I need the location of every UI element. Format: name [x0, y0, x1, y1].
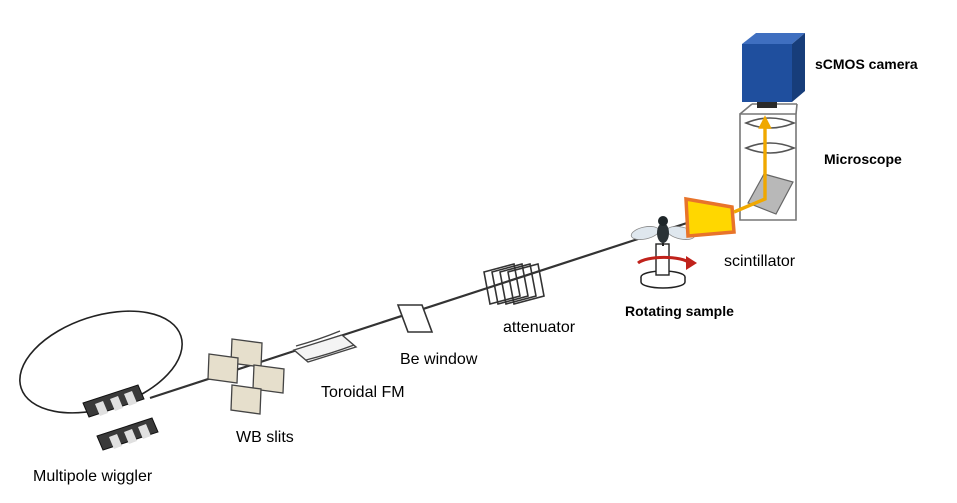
rotation-arrow — [637, 255, 691, 265]
label-toroidal-fm: Toroidal FM — [321, 384, 405, 401]
be-window — [396, 304, 434, 333]
scmos-camera — [742, 33, 805, 108]
attenuator-foils — [483, 263, 545, 305]
microscope-lenses — [743, 117, 797, 154]
visible-light-path — [733, 115, 772, 214]
wiggler-magnets — [82, 384, 159, 451]
rotation-stage — [640, 243, 686, 289]
wb-slits — [207, 338, 285, 415]
microscope-mirror — [747, 173, 794, 215]
toroidal-mirror — [292, 330, 358, 363]
label-be-window: Be window — [400, 351, 478, 368]
label-rotating-sample: Rotating sample — [625, 303, 734, 319]
label-camera: sCMOS camera — [815, 56, 918, 72]
label-scintillator: scintillator — [724, 253, 796, 270]
label-microscope: Microscope — [824, 151, 902, 167]
label-wb-slits: WB slits — [236, 429, 294, 446]
label-attenuator: attenuator — [503, 319, 576, 336]
scintillator — [684, 196, 736, 238]
label-wiggler: Multipole wiggler — [33, 468, 153, 485]
